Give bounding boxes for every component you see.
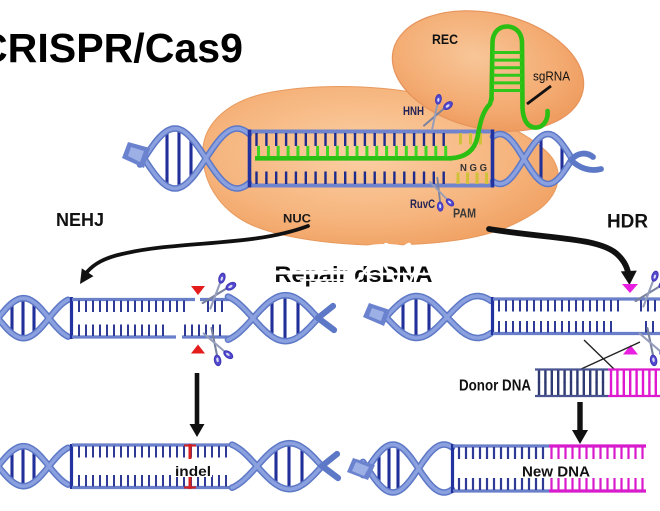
svg-text:indel: indel [175, 464, 211, 479]
svg-text:CRISPR/Cas9: CRISPR/Cas9 [0, 25, 243, 71]
svg-text:NEHJ: NEHJ [56, 210, 104, 230]
svg-text:HDR: HDR [607, 212, 648, 233]
svg-text:NUC: NUC [283, 214, 311, 226]
svg-text:Donor DNA: Donor DNA [459, 378, 531, 395]
svg-text:PAM: PAM [453, 207, 476, 221]
svg-text:N G G: N G G [460, 163, 487, 174]
svg-text:RuvC: RuvC [410, 199, 435, 211]
svg-text:HNH: HNH [403, 106, 424, 118]
svg-text:sgRNA: sgRNA [533, 69, 570, 84]
svg-text:REC: REC [432, 32, 458, 47]
svg-text:New DNA: New DNA [522, 465, 591, 481]
